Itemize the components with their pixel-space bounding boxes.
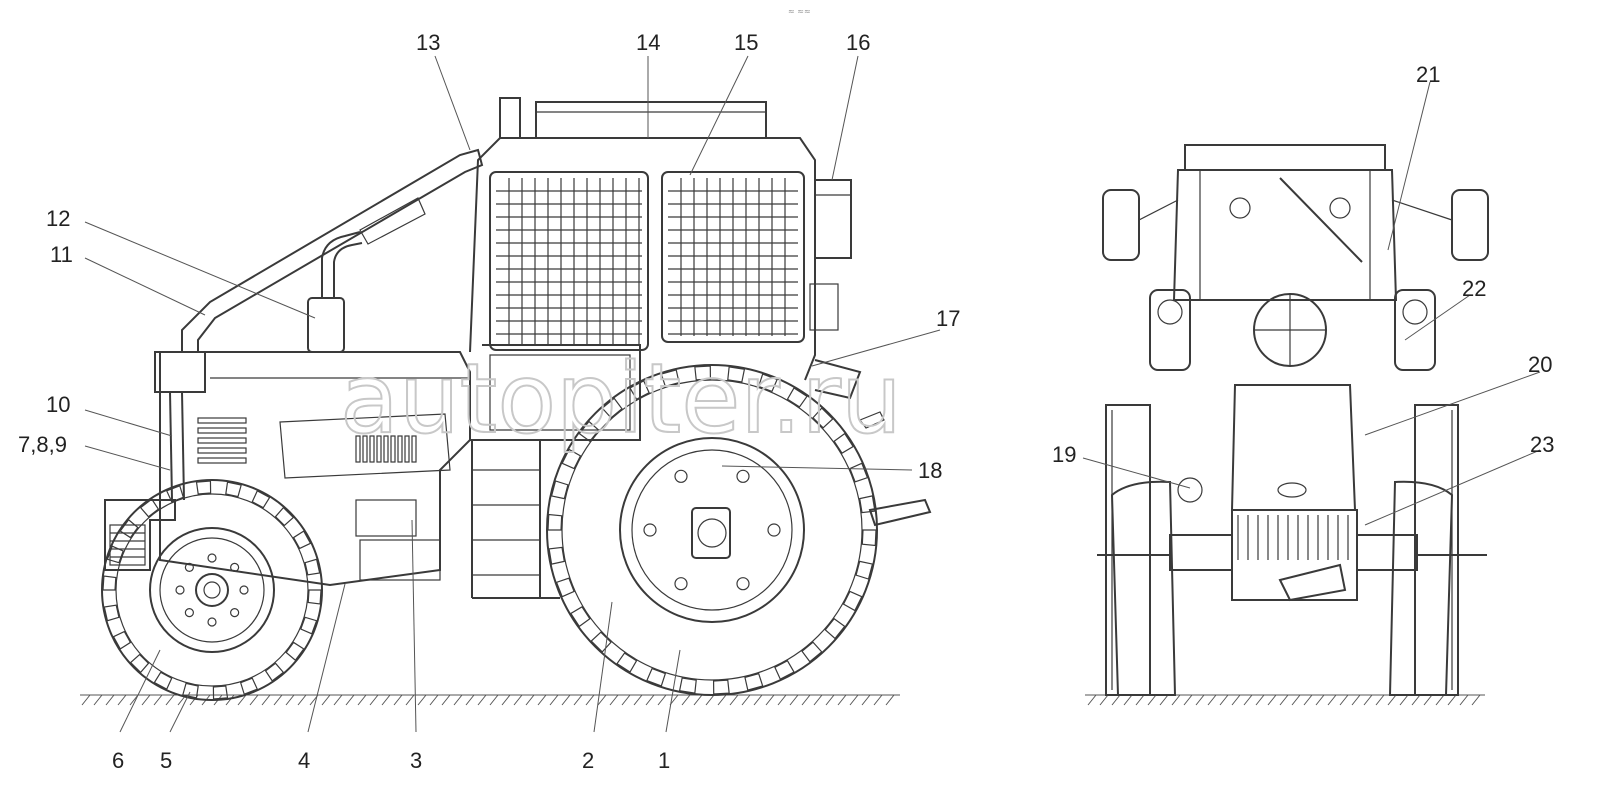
front-grille bbox=[1177, 384, 1358, 602]
rear-wheel bbox=[546, 364, 878, 696]
callout-17: 17 bbox=[936, 306, 960, 331]
front-bumper bbox=[104, 391, 185, 571]
callout-21: 21 bbox=[1416, 62, 1440, 87]
cab bbox=[469, 97, 852, 441]
header-mark: ≈ ≈≈ bbox=[788, 7, 811, 16]
callout-3: 3 bbox=[410, 748, 422, 773]
front-view-front-tires bbox=[1110, 480, 1454, 696]
front-axle bbox=[1097, 534, 1487, 571]
callout-6: 6 bbox=[112, 748, 124, 773]
front-lamps bbox=[1149, 289, 1436, 371]
callout-15: 15 bbox=[734, 30, 758, 55]
callout-12: 12 bbox=[46, 206, 70, 231]
front-cab bbox=[1102, 144, 1489, 367]
leader-lines bbox=[84, 55, 1541, 733]
side-view bbox=[80, 97, 932, 706]
callout-1: 1 bbox=[658, 748, 670, 773]
callout-19: 19 bbox=[1052, 442, 1076, 467]
watermark: autopiter.ru bbox=[340, 343, 902, 455]
ground-line-front bbox=[1085, 694, 1485, 706]
callout-18: 18 bbox=[918, 458, 942, 483]
callout-23: 23 bbox=[1530, 432, 1554, 457]
front-view-rear-tires bbox=[1105, 404, 1459, 696]
roll-guard bbox=[181, 148, 484, 352]
front-view bbox=[1085, 144, 1489, 706]
ladder bbox=[471, 440, 560, 599]
callout-5: 5 bbox=[160, 748, 172, 773]
exhaust-pipe bbox=[307, 231, 363, 353]
callout-11: 11 bbox=[50, 242, 73, 267]
callout-labels: 1 2 3 4 5 6 7,8,9 10 11 12 13 14 15 16 1… bbox=[18, 30, 1554, 773]
callout-10: 10 bbox=[46, 392, 70, 417]
callout-4: 4 bbox=[298, 748, 310, 773]
rear-hitch bbox=[814, 359, 932, 527]
callout-14: 14 bbox=[636, 30, 660, 55]
callout-20: 20 bbox=[1528, 352, 1552, 377]
callout-22: 22 bbox=[1462, 276, 1486, 301]
front-wheel bbox=[101, 479, 323, 701]
callout-2: 2 bbox=[582, 748, 594, 773]
hood bbox=[154, 351, 471, 587]
callout-16: 16 bbox=[846, 30, 870, 55]
callout-13: 13 bbox=[416, 30, 440, 55]
callout-7-8-9: 7,8,9 bbox=[18, 432, 67, 457]
